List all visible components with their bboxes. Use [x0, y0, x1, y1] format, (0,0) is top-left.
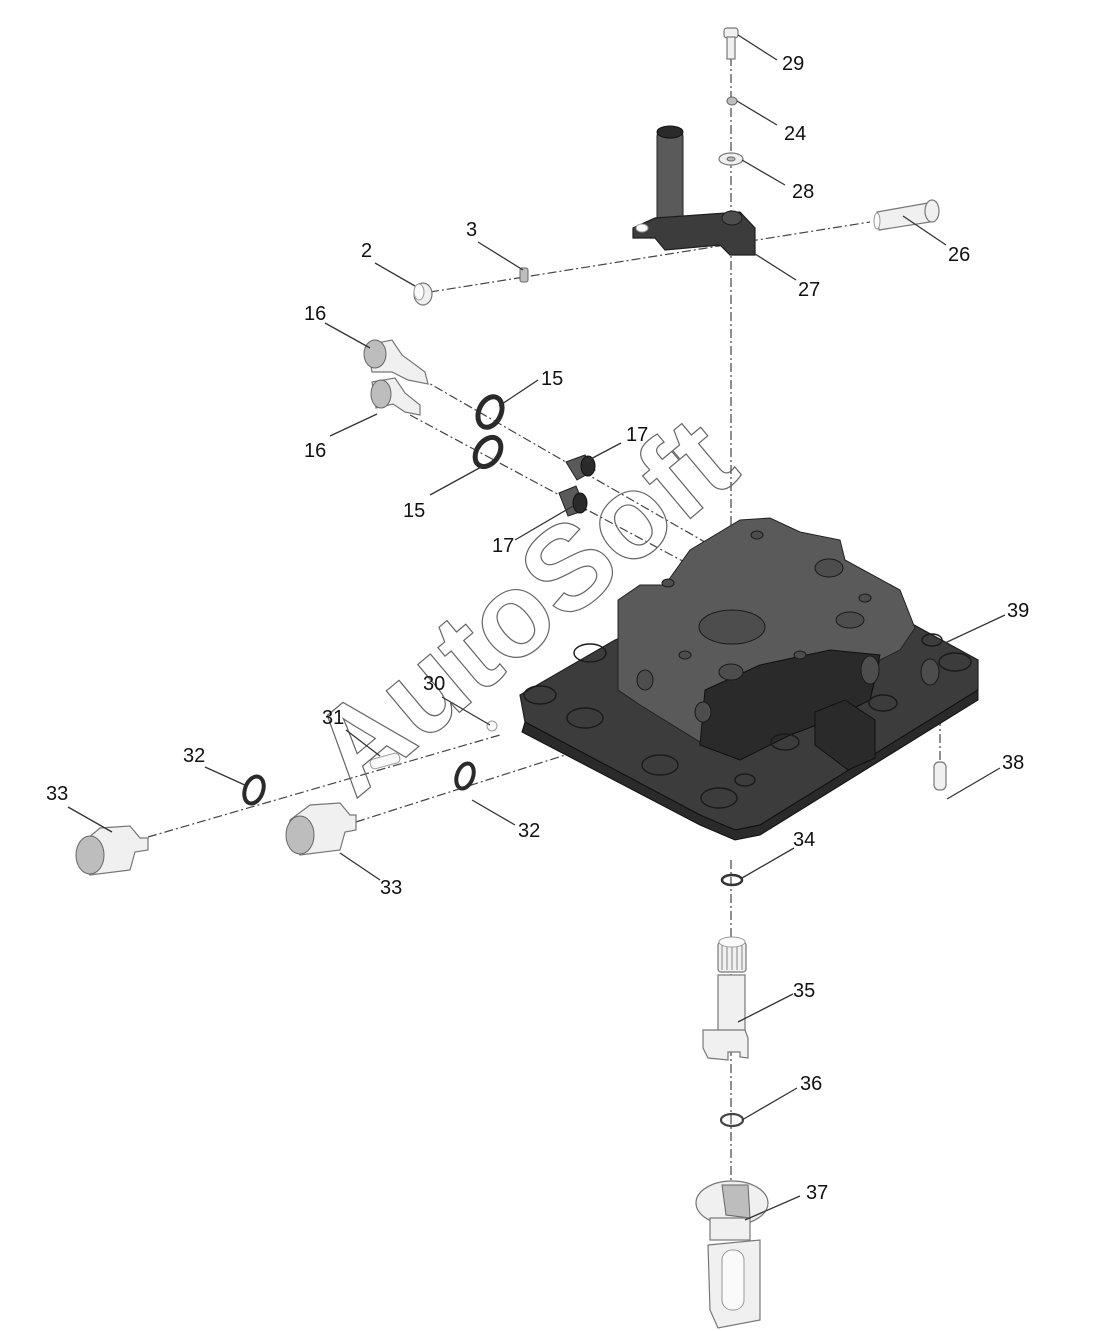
lever-bracket-part — [632, 125, 756, 256]
callout-29: 29 — [782, 53, 804, 75]
axis-valve-upper — [419, 377, 711, 546]
leader-24 — [736, 100, 778, 126]
horizontal-axis-lever — [429, 221, 871, 293]
callout-33a: 33 — [46, 783, 68, 805]
callout-17b: 17 — [492, 535, 514, 557]
leader-38 — [946, 767, 1001, 800]
ball-part-30 — [486, 720, 498, 732]
leader-27 — [751, 251, 797, 281]
leader-37 — [744, 1195, 801, 1221]
leader-32b — [471, 799, 516, 826]
callout-27: 27 — [798, 279, 820, 301]
leader-16a — [324, 322, 371, 349]
axis-plug-left — [147, 734, 501, 838]
leader-29 — [737, 34, 778, 61]
leader-32a — [204, 766, 248, 787]
callout-30: 30 — [423, 673, 445, 695]
callout-28: 28 — [792, 181, 814, 203]
screw-part-29 — [723, 27, 739, 60]
leader-33a — [67, 806, 113, 833]
leader-30 — [441, 696, 491, 726]
leader-35 — [737, 993, 794, 1023]
clip-part-3 — [519, 267, 529, 283]
pin-part-26 — [873, 199, 940, 231]
leader-17a — [584, 442, 622, 463]
leader-2 — [374, 262, 416, 287]
callout-31: 31 — [322, 707, 344, 729]
leader-36 — [741, 1087, 798, 1121]
seal-ring-part-upper — [475, 394, 505, 430]
seal-ring-part-lower — [472, 434, 504, 470]
callout-16a: 16 — [304, 303, 326, 325]
callout-36: 36 — [800, 1073, 822, 1095]
callout-32b: 32 — [518, 820, 540, 842]
callout-24: 24 — [784, 123, 806, 145]
callout-32a: 32 — [183, 745, 205, 767]
leader-15b — [429, 465, 484, 496]
callout-17a: 17 — [626, 424, 648, 446]
leader-34 — [741, 847, 795, 879]
callout-38: 38 — [1002, 752, 1024, 774]
callout-39: 39 — [1007, 600, 1029, 622]
sleeve-part-lower — [558, 485, 588, 517]
callout-16b: 16 — [304, 440, 326, 462]
callout-labels: 29 24 28 26 27 2 3 16 16 15 15 17 17 39 … — [46, 53, 1029, 1204]
leader-15a — [498, 379, 539, 407]
axis-valve-lower — [409, 414, 691, 566]
plug-part-left — [75, 825, 149, 876]
coupling-part-37 — [695, 1180, 769, 1329]
callout-35: 35 — [793, 980, 815, 1002]
callout-26: 26 — [948, 244, 970, 266]
leader-16b — [329, 413, 378, 437]
leader-lines — [67, 34, 1006, 1221]
callout-15a: 15 — [541, 368, 563, 390]
shaft-part-35 — [702, 936, 749, 1061]
washer-part-28 — [718, 152, 744, 166]
callout-2: 2 — [361, 240, 372, 262]
nut-part-24 — [726, 96, 738, 106]
housing-cover-part — [519, 517, 979, 841]
callout-3: 3 — [466, 219, 477, 241]
callout-15b: 15 — [403, 500, 425, 522]
leader-3 — [477, 241, 524, 271]
leader-33b — [339, 852, 381, 881]
callout-33b: 33 — [380, 877, 402, 899]
o-ring-part-36 — [719, 1112, 745, 1128]
circlip-part-34 — [720, 873, 744, 887]
plug-part-right — [285, 802, 357, 856]
leader-17b — [514, 505, 574, 541]
callout-37: 37 — [806, 1182, 828, 1204]
valve-plug-part-lower — [370, 377, 421, 416]
valve-plug-part-upper — [363, 339, 429, 385]
leader-31 — [345, 729, 381, 757]
leader-26 — [902, 215, 947, 246]
seal-ring-part-right — [454, 761, 476, 791]
leader-28 — [741, 159, 786, 186]
pin-part-31 — [369, 752, 401, 770]
callout-34: 34 — [793, 829, 815, 851]
seal-ring-part-left — [242, 774, 266, 806]
dowel-pin-part — [933, 761, 947, 791]
leader-39 — [944, 614, 1006, 644]
cap-part-2 — [413, 282, 433, 306]
